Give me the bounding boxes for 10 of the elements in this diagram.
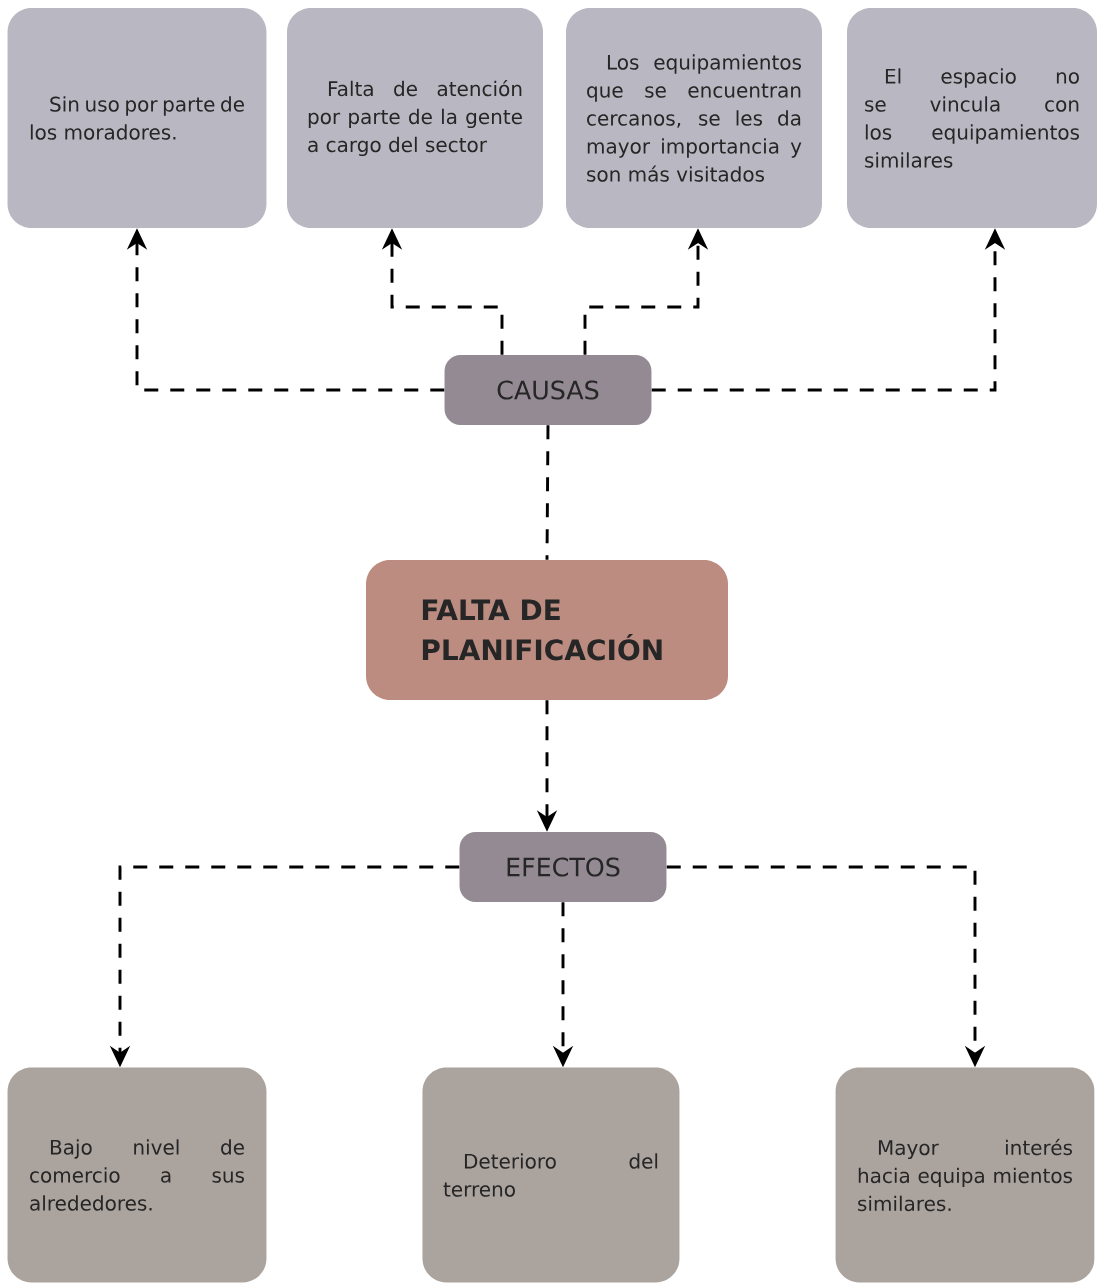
- effect-box: Deterioro del terreno: [422, 1067, 680, 1283]
- effect-box: Mayor interés hacia equipa mientos similares.: [835, 1067, 1095, 1283]
- category-pill: CAUSAS: [444, 355, 652, 425]
- effect-box: Bajo nivel de comercio a sus alrededores.: [7, 1067, 267, 1283]
- cause-box: Falta de atención por parte de la gente a cargo del sector: [287, 8, 543, 228]
- category-pill: EFECTOS: [459, 832, 667, 902]
- cause-box: El espacio no se vincula con los equipamientos similares: [847, 8, 1097, 228]
- problem-box: FALTA DE PLANIFICACIÓN: [366, 560, 728, 700]
- cause-box: Los equipamientos que se encuentran cercanos, se les da mayor importancia y son más visitados: [566, 8, 822, 228]
- cause-box: Sin uso por parte de los moradores.: [7, 8, 267, 228]
